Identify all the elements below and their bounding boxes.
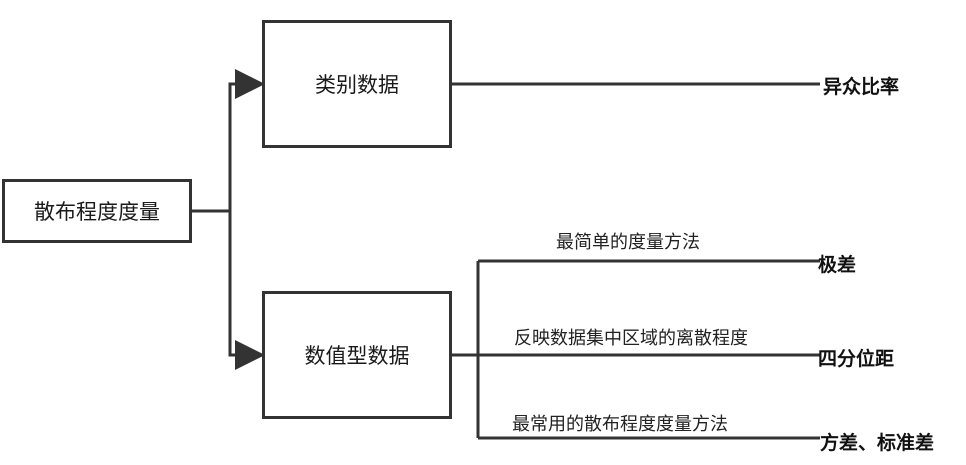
categorical-node: 类别数据 bbox=[262, 20, 452, 148]
numerical-node: 数值型数据 bbox=[262, 291, 452, 419]
arrow-to-numerical bbox=[228, 211, 265, 370]
categorical-label: 类别数据 bbox=[315, 73, 399, 97]
root-label: 散布程度度量 bbox=[34, 200, 160, 224]
numerical-label: 数值型数据 bbox=[304, 344, 410, 368]
branch-measure-iqr: 四分位距 bbox=[818, 348, 895, 370]
branch-note-variance: 最常用的散布程度度量方法 bbox=[512, 414, 728, 435]
arrow-to-categorical bbox=[228, 69, 265, 211]
categorical-measure: 异众比率 bbox=[823, 76, 900, 98]
branch-measure-range: 极差 bbox=[818, 254, 857, 276]
branch-note-iqr: 反映数据集中区域的离散程度 bbox=[514, 328, 748, 349]
root-node: 散布程度度量 bbox=[2, 179, 192, 243]
branch-measure-variance: 方差、标准差 bbox=[820, 432, 935, 454]
branch-note-range: 最简单的度量方法 bbox=[556, 232, 700, 253]
